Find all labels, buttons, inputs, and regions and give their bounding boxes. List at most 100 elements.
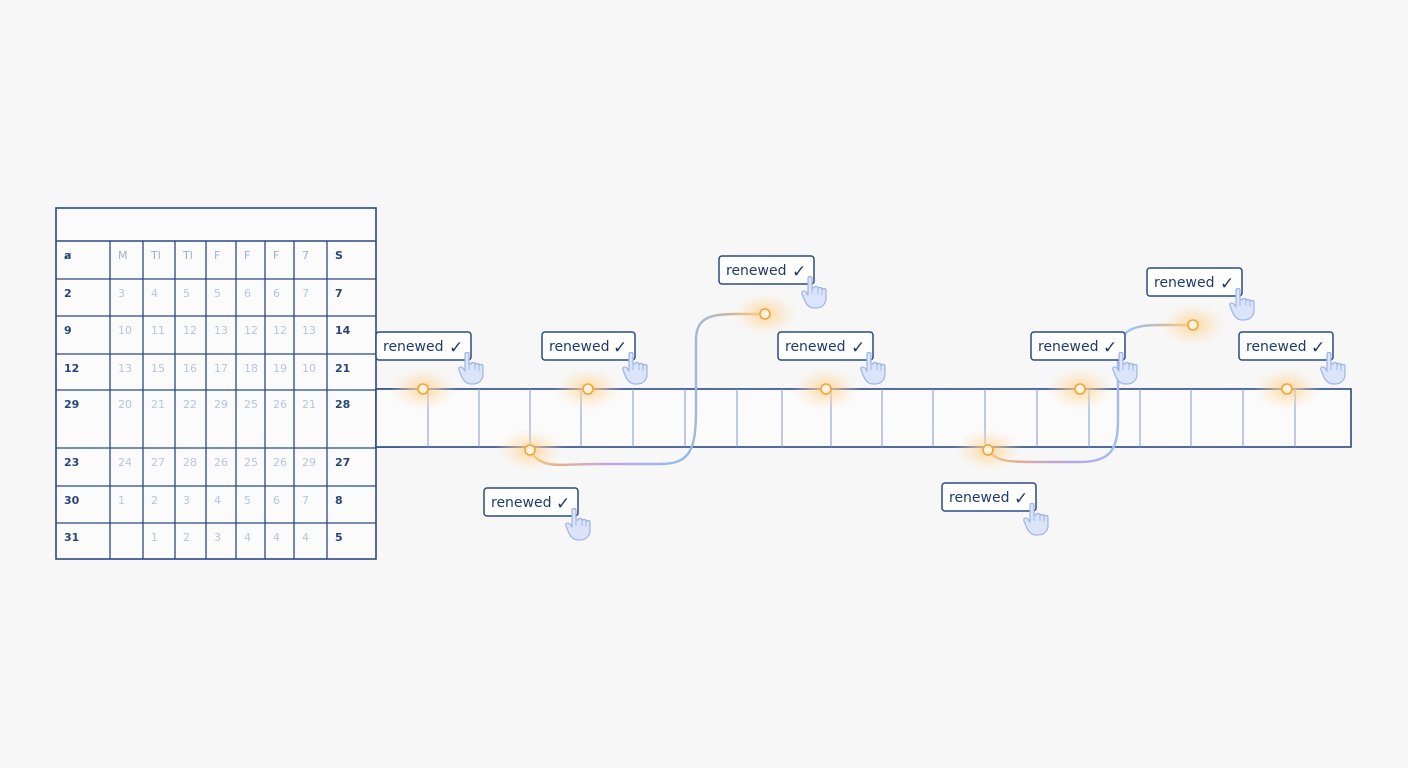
check-icon: ✓ [613, 338, 627, 358]
calendar-weekday-label: M [118, 249, 128, 262]
calendar-day-cell: 26 [214, 456, 228, 469]
calendar-day-cell: 1 [118, 494, 125, 507]
calendar-day-cell: 7 [335, 287, 343, 300]
renewal-node [1187, 319, 1199, 331]
callout-label: renewed [949, 490, 1010, 506]
callout-box [1030, 331, 1126, 361]
callout-box [483, 487, 579, 517]
hand-pointer-icon [565, 507, 591, 541]
calendar-day-cell: 20 [118, 398, 132, 411]
calendar-day-cell: 2 [151, 494, 158, 507]
renewal-node [1074, 383, 1086, 395]
check-icon: ✓ [792, 262, 806, 282]
renewal-node [524, 444, 536, 456]
calendar-day-cell: 28 [183, 456, 197, 469]
calendar-day-cell: 5 [214, 287, 221, 300]
calendar-day-cell: 21 [302, 398, 316, 411]
calendar-weekday-label: Tl [182, 249, 193, 262]
calendar-day-cell: 12 [244, 324, 258, 337]
check-icon: ✓ [1103, 338, 1117, 358]
callout-box [777, 331, 874, 361]
check-icon: ✓ [556, 494, 570, 514]
calendar-day-cell: 12 [64, 362, 79, 375]
calendar-day-cell: 5 [244, 494, 251, 507]
hand-pointer-icon [622, 351, 648, 385]
callout-label: renewed [785, 339, 846, 355]
renewal-node [1281, 383, 1293, 395]
renewal-node [417, 383, 429, 395]
hand-pointer-icon [1229, 287, 1255, 321]
hand-pointer-icon [1023, 502, 1049, 536]
calendar-day-cell: 13 [214, 324, 228, 337]
renewal-node [582, 383, 594, 395]
calendar-day-cell: 5 [183, 287, 190, 300]
calendar-day-cell: 21 [151, 398, 165, 411]
calendar-weekday-label: Tl [150, 249, 161, 262]
callout-label: renewed [1154, 275, 1215, 291]
check-icon: ✓ [1311, 338, 1325, 358]
renewal-path-left [528, 312, 767, 467]
renewed-callout: renewed ✓ [1146, 267, 1255, 321]
calendar-day-cell: 12 [183, 324, 197, 337]
renewed-callout: renewed✓ [483, 487, 591, 541]
calendar-day-cell: 30 [64, 494, 80, 507]
calendar-day-cell: 2 [64, 287, 72, 300]
calendar-day-cell: 10 [302, 362, 316, 375]
callout-label: renewed [1246, 339, 1307, 355]
check-icon: ✓ [1220, 274, 1234, 294]
check-icon: ✓ [449, 338, 463, 358]
callout-label: renewed [1038, 339, 1099, 355]
calendar-day-cell: 4 [151, 287, 158, 300]
callout-box [1238, 331, 1334, 361]
callout-label: renewed [383, 339, 444, 355]
calendar-day-cell: 25 [244, 456, 258, 469]
calendar-day-cell: 16 [183, 362, 197, 375]
calendar-day-cell: 27 [151, 456, 165, 469]
calendar-day-cell: 14 [335, 324, 351, 337]
renewed-callout: renewed✓ [1030, 331, 1138, 385]
calendar-day-cell: 3 [214, 531, 221, 544]
renewed-callout: renewed ✓ [718, 255, 827, 309]
calendar-day-cell: 6 [273, 494, 280, 507]
calendar-day-cell: 26 [273, 398, 287, 411]
calendar-weekday-label: 7 [302, 249, 309, 262]
calendar-day-cell: 29 [64, 398, 79, 411]
callout-box [375, 331, 472, 361]
calendar-day-cell: 3 [118, 287, 125, 300]
calendar-day-cell: 19 [273, 362, 287, 375]
calendar-day-cell: 4 [273, 531, 280, 544]
renewed-callout: renewed✓ [1238, 331, 1346, 385]
calendar-day-cell: 7 [302, 494, 309, 507]
callout-label: renewed [726, 263, 787, 279]
calendar-weekday-label: S [335, 249, 343, 262]
renewed-callouts: renewed✓renewed✓renewed✓renewed✓renewed✓… [375, 255, 1346, 541]
calendar-day-cell: 29 [302, 456, 316, 469]
calendar-day-cell: 22 [183, 398, 197, 411]
calendar-day-cell: 4 [214, 494, 221, 507]
calendar-day-cell: 31 [64, 531, 79, 544]
calendar-day-cell: 29 [214, 398, 228, 411]
calendar-day-cell: 4 [302, 531, 309, 544]
hand-pointer-icon [801, 275, 827, 309]
renewed-callout: renewed✓ [777, 331, 886, 385]
callout-label: renewed [491, 495, 552, 511]
calendar-day-cell: 15 [151, 362, 165, 375]
calendar-day-cell: 7 [302, 287, 309, 300]
calendar-day-cell: 27 [335, 456, 350, 469]
calendar-day-cell: 3 [183, 494, 190, 507]
calendar-day-cell: 9 [64, 324, 72, 337]
callout-box [941, 482, 1037, 512]
calendar-day-cell: 13 [302, 324, 316, 337]
hand-pointer-icon [458, 351, 484, 385]
callout-label: renewed [549, 339, 610, 355]
calendar-day-cell: 26 [273, 456, 287, 469]
calendar-day-cell: 17 [214, 362, 228, 375]
hand-pointer-icon [860, 351, 886, 385]
renewal-node [759, 308, 771, 320]
calendar-day-cell: 1 [151, 531, 158, 544]
callout-box [1146, 267, 1243, 297]
calendar-day-cell: 2 [183, 531, 190, 544]
